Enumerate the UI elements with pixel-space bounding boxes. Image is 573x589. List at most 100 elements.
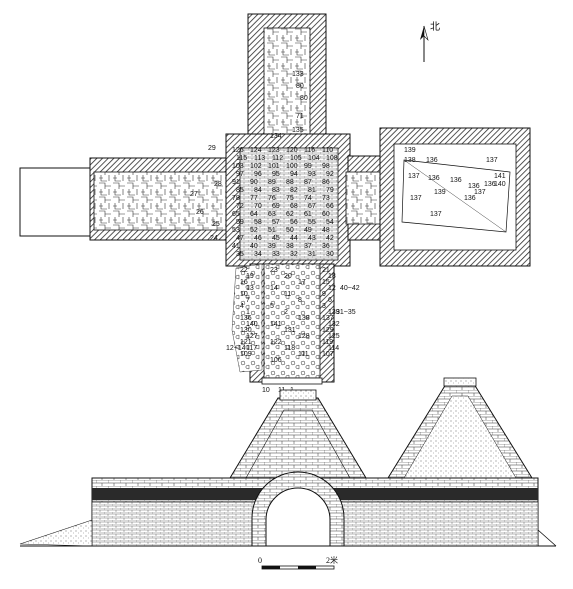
plan-number: 71 <box>296 113 304 120</box>
plan-number: 116 <box>304 147 315 154</box>
plan-number: 111 <box>298 351 309 358</box>
range-label: 12~14 <box>226 345 246 352</box>
north-arm-floor <box>263 27 311 155</box>
plan-number: 76 <box>268 195 276 202</box>
plan-number: 54 <box>326 219 334 226</box>
plan-number: 82 <box>290 187 298 194</box>
plan-number: 35 <box>236 251 244 258</box>
plan-number: 44 <box>290 235 298 242</box>
ground-slope-left <box>19 519 93 547</box>
plan-number: 53 <box>232 227 240 234</box>
scale-bar: 0 2米 <box>258 555 338 570</box>
plan-number: 65 <box>232 211 240 218</box>
plan-number: 106 <box>270 357 282 364</box>
east-room-number: 139 <box>404 147 416 154</box>
plan-number: 2 <box>284 309 288 316</box>
plan-number: 51 <box>268 227 276 234</box>
plan-number: 129 <box>322 327 334 334</box>
plan-number: 23 <box>270 267 278 274</box>
plan-number: 119 <box>322 339 333 346</box>
plan-number: 32 <box>290 251 298 258</box>
east-room-number: 136 <box>450 177 462 184</box>
plan-number: 17 <box>298 279 306 286</box>
east-room-number: 137 <box>474 189 486 196</box>
plan-number: 100 <box>286 163 298 170</box>
plan-number: 102 <box>250 163 262 170</box>
plan-number: 123 <box>268 147 280 154</box>
east-room-number: 137 <box>408 173 420 180</box>
plan-number: 137 <box>322 315 334 322</box>
plan-number: 55 <box>308 219 316 226</box>
plan-number: 30 <box>326 251 334 258</box>
plan-number: 138 <box>298 315 310 322</box>
plan-number: 140 <box>246 321 258 328</box>
plan-number: 121 <box>240 339 252 346</box>
plan-number: 97 <box>236 171 244 178</box>
plan-number: 67 <box>308 203 316 210</box>
plan-number: 103 <box>232 163 244 170</box>
plan-number: 113 <box>254 155 265 162</box>
plan-number: 11 <box>284 291 291 298</box>
plan-number: 80 <box>300 95 308 102</box>
plan-number: 18 <box>328 273 336 280</box>
plan-number: 89 <box>268 179 276 186</box>
plan-number: 112 <box>272 155 283 162</box>
plan-number: 14 <box>270 285 278 292</box>
plan-number: 49 <box>304 227 312 234</box>
plan-number: 43 <box>308 235 316 242</box>
plan-number: 27 <box>190 191 198 198</box>
east-room-number: 141 <box>494 173 506 180</box>
plan-number: 41 <box>232 243 240 250</box>
right-dome-cap <box>443 377 477 387</box>
plan-number: 88 <box>286 179 294 186</box>
plan-number: 118 <box>284 345 295 352</box>
plan-number: 45 <box>272 235 280 242</box>
plan-number: 132 <box>328 321 340 328</box>
plan-number: 36 <box>322 243 330 250</box>
plan-number: 92 <box>326 171 334 178</box>
east-room-number: 139 <box>434 189 446 196</box>
plan-number: 101 <box>268 163 280 170</box>
plan-number: 12 <box>328 285 336 292</box>
plan-number: 8 <box>298 297 302 304</box>
plan-number: 15 <box>322 279 330 286</box>
plan-number: 40 <box>250 243 258 250</box>
plan-number: 19 <box>246 273 254 280</box>
plan-number: 87 <box>304 179 312 186</box>
plan-number: 135 <box>292 127 304 134</box>
plan-number: 20 <box>284 273 292 280</box>
plan-number: 95 <box>272 171 280 178</box>
plan-number: 99 <box>304 163 312 170</box>
east-room-number: 137 <box>430 211 442 218</box>
plan-number: 120 <box>286 147 298 154</box>
plan-number: 83 <box>272 187 280 194</box>
east-room-number: 136 <box>426 157 438 164</box>
east-room-number: 136 <box>428 175 440 182</box>
plan-number: 79 <box>326 187 334 194</box>
plan-number: 115 <box>236 155 247 162</box>
arch-opening <box>265 487 331 547</box>
plan-number: 134 <box>270 133 282 140</box>
plan-number: 90 <box>250 179 258 186</box>
plan-number: 125 <box>328 333 340 340</box>
east-room-number: 137 <box>486 157 498 164</box>
east-room-number: 136 <box>468 183 480 190</box>
plan-number: 68 <box>290 203 298 210</box>
plan-number: 7 <box>246 297 250 304</box>
east-connector-floor <box>345 171 383 225</box>
east-room-number: 136 <box>484 181 496 188</box>
plan-number: 105 <box>290 155 302 162</box>
plan-number: 84 <box>254 187 262 194</box>
plan-number: 109 <box>240 351 252 358</box>
plan-number: 25 <box>212 221 220 228</box>
north-arrow: 北 <box>420 21 440 62</box>
plan-number: 34 <box>254 251 262 258</box>
plan-number: 81 <box>308 187 316 194</box>
plan-number: 96 <box>254 171 262 178</box>
bottom-number: 10 <box>262 387 270 394</box>
plan-number: 91 <box>232 179 240 186</box>
plan-number: 110 <box>322 147 333 154</box>
plan-number: 33 <box>272 251 280 258</box>
